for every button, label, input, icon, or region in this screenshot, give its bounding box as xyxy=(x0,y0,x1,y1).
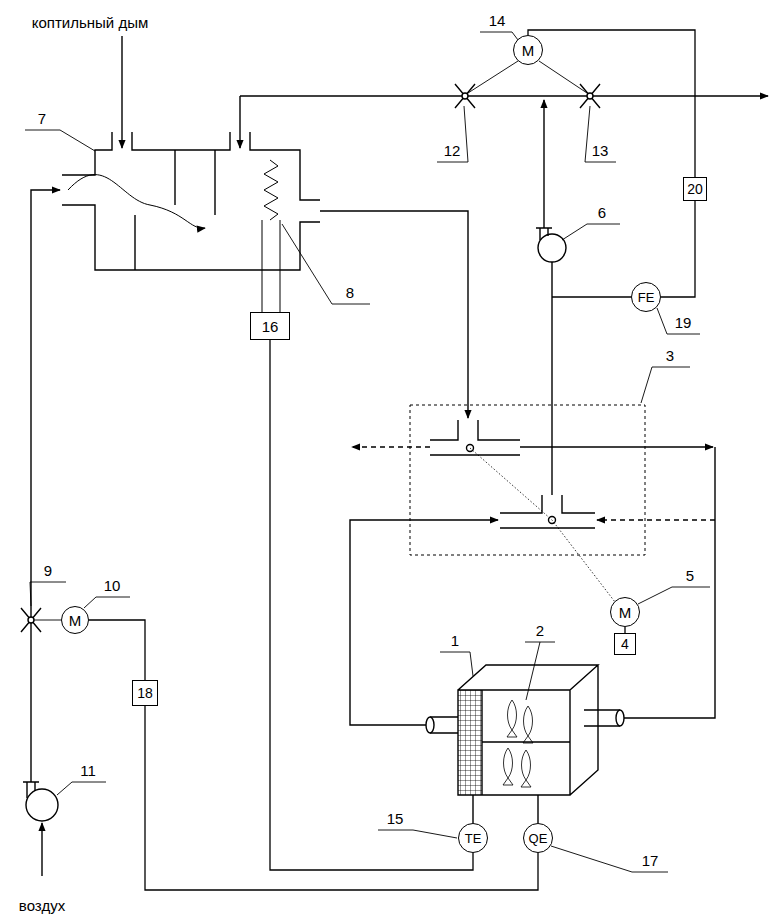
flow-line xyxy=(352,446,430,447)
smoke-pipe xyxy=(121,36,122,148)
mixing-chamber xyxy=(62,132,320,270)
pump-symbol xyxy=(23,782,58,821)
callout-number: 15 xyxy=(387,811,404,826)
flow-line xyxy=(624,447,715,718)
callout-number: 8 xyxy=(346,285,354,300)
callout-number: 12 xyxy=(444,143,461,158)
exhaust-pipe xyxy=(240,95,768,96)
node-text: M xyxy=(522,43,535,58)
medium-label: воздух xyxy=(19,898,65,913)
callout-number: 14 xyxy=(489,13,506,28)
node-text: QE xyxy=(529,832,548,845)
node-text: 16 xyxy=(262,319,279,334)
damper-symbol xyxy=(455,84,475,108)
controller-box: 20 xyxy=(683,177,707,201)
recirculation-pipe xyxy=(239,96,240,148)
callout-number: 19 xyxy=(675,315,692,330)
callout-number: 2 xyxy=(536,623,544,638)
flow-sensor: FE xyxy=(631,282,661,312)
smoking-chamber xyxy=(426,665,624,823)
callout-leader xyxy=(25,32,710,872)
callout-number: 3 xyxy=(666,348,674,363)
three-way-valve xyxy=(500,495,595,528)
flow-line xyxy=(520,446,713,447)
callout-number: 17 xyxy=(642,853,659,868)
air-pipe xyxy=(31,190,60,782)
damper-symbol xyxy=(580,84,600,108)
node-text: 20 xyxy=(687,182,703,196)
heater-coil xyxy=(262,160,280,312)
callout-number: 11 xyxy=(80,763,96,778)
fish-product xyxy=(503,700,533,787)
callout-number: 9 xyxy=(44,563,52,578)
signal-line xyxy=(145,706,538,890)
temperature-sensor: TE xyxy=(458,823,488,853)
signal-line xyxy=(528,30,695,177)
callout-number: 7 xyxy=(38,111,46,126)
callout-number: 6 xyxy=(598,205,606,220)
signal-line xyxy=(270,340,473,870)
callout-number: 5 xyxy=(686,568,694,583)
node-text: M xyxy=(69,613,82,628)
air-inlet xyxy=(41,823,42,876)
motor-actuator: M xyxy=(61,606,89,634)
sensor-tap xyxy=(552,296,631,297)
node-text: 18 xyxy=(137,686,153,700)
quality-sensor: QE xyxy=(523,823,553,853)
actuator-link xyxy=(34,620,61,621)
three-way-valve xyxy=(430,420,520,455)
node-text: TE xyxy=(465,832,482,845)
pump-symbol xyxy=(536,228,566,262)
switch-unit-outline xyxy=(410,405,645,555)
node-text: M xyxy=(619,605,632,620)
callout-number: 13 xyxy=(592,143,609,158)
flow-line xyxy=(597,519,715,520)
callout-number: 1 xyxy=(451,633,459,648)
signal-line xyxy=(89,620,145,680)
node-text: 4 xyxy=(621,637,629,651)
actuator-link xyxy=(468,61,587,93)
valve-linkage xyxy=(470,448,615,602)
signal-line xyxy=(661,201,695,297)
controller-box: 4 xyxy=(614,633,636,655)
callout-number: 10 xyxy=(104,578,121,593)
controller-box: 18 xyxy=(132,680,158,706)
medium-label: коптильный дым xyxy=(32,15,148,30)
node-text: FE xyxy=(638,291,655,304)
supply-pipe xyxy=(320,211,468,418)
motor-actuator: M xyxy=(513,35,543,65)
motor-actuator: M xyxy=(610,597,640,627)
exhaust-pipe xyxy=(543,100,544,228)
controller-box: 16 xyxy=(250,312,290,340)
